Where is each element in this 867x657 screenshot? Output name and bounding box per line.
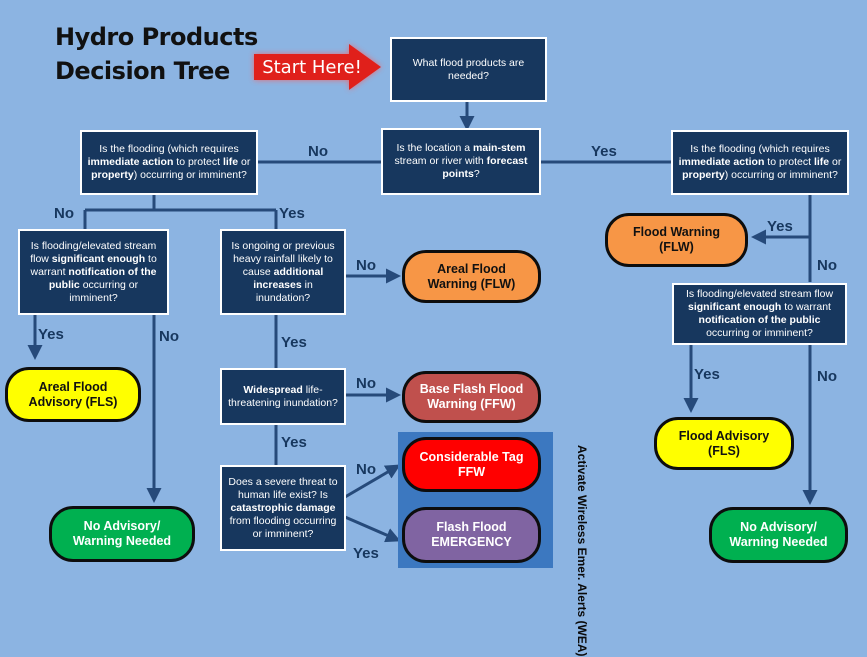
question-left-significant: Is flooding/elevated stream flow signifi… [18,229,169,315]
outcome-flash-flood-emergency: Flash Flood EMERGENCY [402,507,541,563]
edge-label-no-right-immediate: No [817,257,837,274]
edge-label-yes-right-immediate: Yes [767,218,793,235]
title-line-1: Hydro Products [55,23,258,51]
outcome-no-advisory-right: No Advisory/ Warning Needed [709,507,848,563]
question-text: Does a severe threat to human life exist… [228,475,338,540]
question-text: Is flooding/elevated stream flow signifi… [30,239,157,304]
edge-label-yes-left-immediate: Yes [279,205,305,222]
outcome-flood-warning: Flood Warning (FLW) [605,213,748,267]
edge-label-yes-widespread: Yes [281,434,307,451]
question-main-stem: Is the location a main-stem stream or ri… [381,128,541,195]
edge-label-yes-right-significant: Yes [694,366,720,383]
outcome-areal-flood-advisory: Areal Flood Advisory (FLS) [5,367,141,422]
question-right-significant: Is flooding/elevated stream flow signifi… [672,283,847,345]
question-left-immediate: Is the flooding (which requires immediat… [80,130,258,195]
page-title: Hydro Products Decision Tree [55,20,258,88]
question-text: Is ongoing or previous heavy rainfall li… [231,239,335,304]
question-text: Is the location a main-stem stream or ri… [394,142,528,180]
edge-label-no-mainstem: No [308,143,328,160]
edge-label-yes-severe: Yes [353,545,379,562]
question-text: Is the flooding (which requires immediat… [678,143,842,181]
question-flood-products: What flood products are needed? [390,37,547,102]
outcome-areal-flood-warning: Areal Flood Warning (FLW) [402,250,541,303]
outcome-flood-advisory: Flood Advisory (FLS) [654,417,794,470]
question-heavy-rainfall: Is ongoing or previous heavy rainfall li… [220,229,346,315]
question-widespread: Widespread life-threatening inundation? [220,368,346,425]
edge-label-no-rainfall: No [356,257,376,274]
edge-label-no-severe: No [356,461,376,478]
question-right-immediate: Is the flooding (which requires immediat… [671,130,849,195]
edge-label-no-right-significant: No [817,368,837,385]
edge-label-yes-mainstem: Yes [591,143,617,160]
outcome-no-advisory-left: No Advisory/ Warning Needed [49,506,195,562]
start-arrow [254,44,381,90]
edge-label-yes-rainfall: Yes [281,334,307,351]
question-severe-threat: Does a severe threat to human life exist… [220,465,346,551]
edge-label-no-left-immediate: No [54,205,74,222]
question-text: What flood products are needed? [412,56,525,82]
title-line-2: Decision Tree [55,57,230,85]
question-text: Widespread life-threatening inundation? [228,383,338,409]
outcome-base-flash-flood-warning: Base Flash Flood Warning (FFW) [402,371,541,423]
outcome-considerable-tag-ffw: Considerable Tag FFW [402,437,541,492]
start-here-label: Start Here! [262,57,362,78]
edge-label-no-widespread: No [356,375,376,392]
question-text: Is the flooding (which requires immediat… [87,143,251,181]
wea-label: Activate Wireless Emer. Alerts (WEA) [575,445,589,657]
edge-label-yes-left-significant: Yes [38,326,64,343]
edge-label-no-left-significant: No [159,328,179,345]
question-text: Is flooding/elevated stream flow signifi… [685,288,834,339]
